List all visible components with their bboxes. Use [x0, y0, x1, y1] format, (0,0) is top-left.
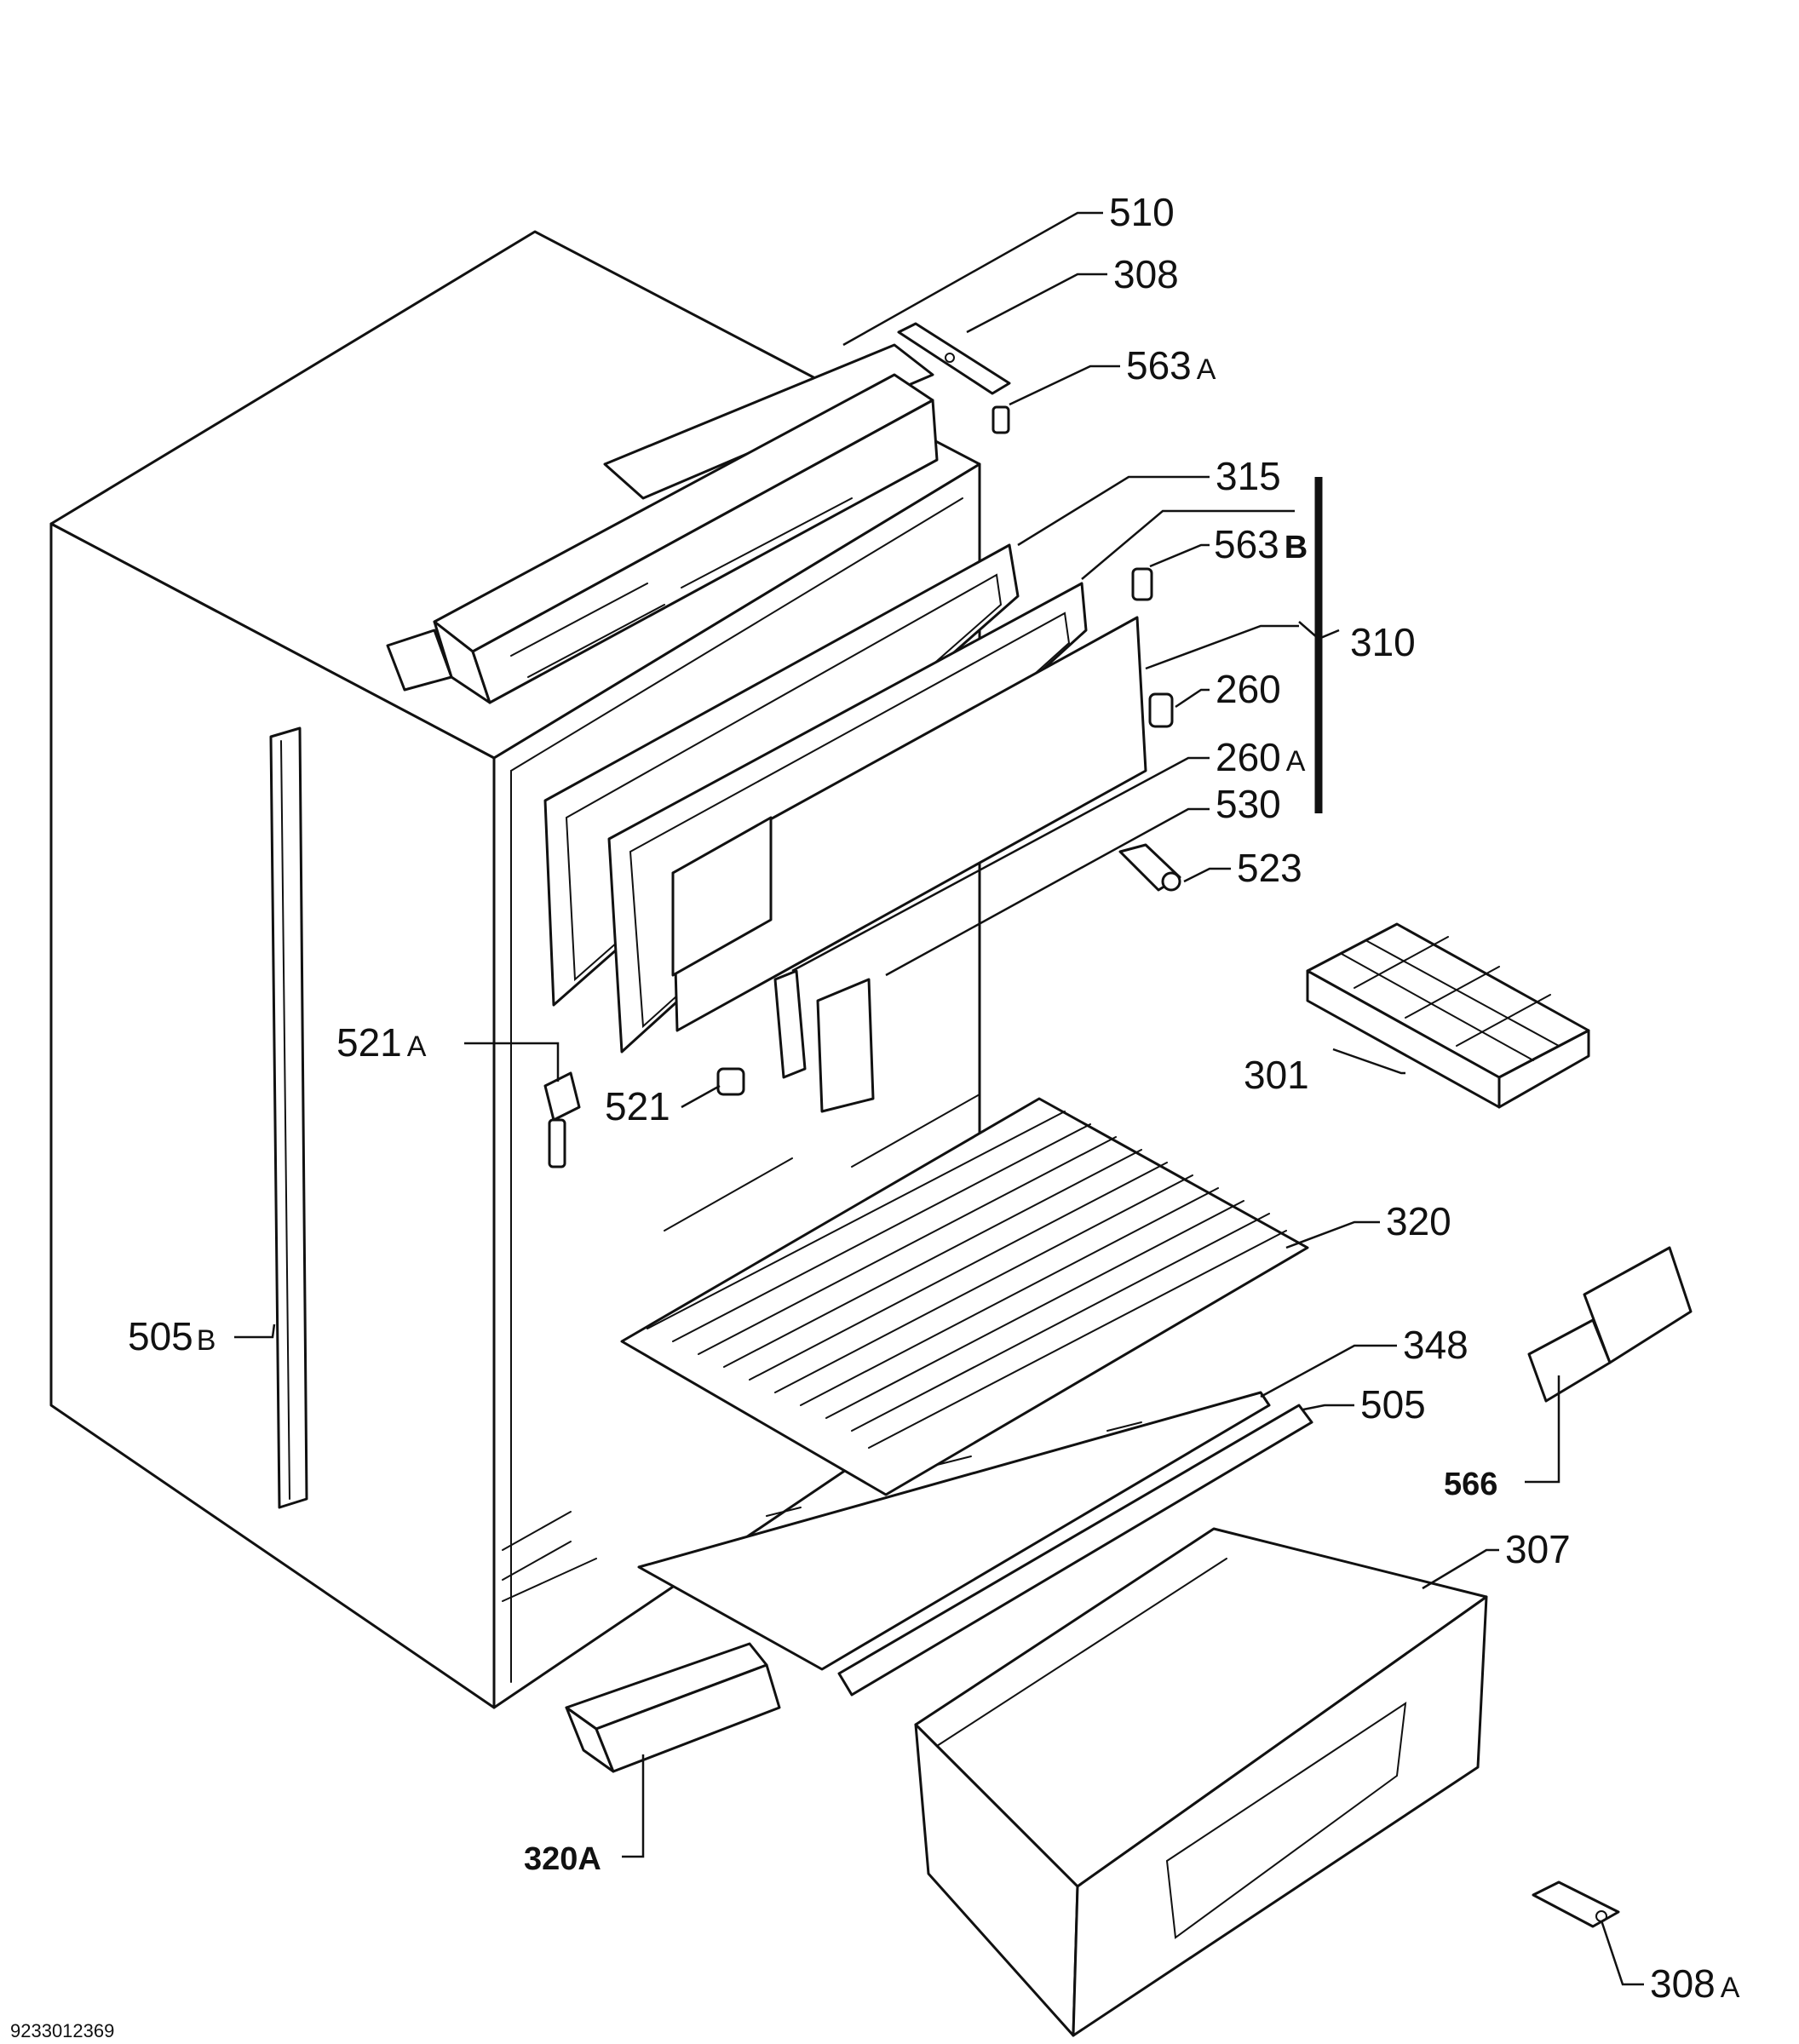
hinge-308a [1532, 1880, 1620, 1928]
screw-563b [1131, 567, 1153, 601]
label-320a: 320A [524, 1841, 601, 1877]
label-505: 505 [1360, 1382, 1426, 1427]
document-number: 9233012369 [10, 2020, 114, 2041]
label-310: 310 [1350, 620, 1416, 664]
label-260: 260 [1216, 667, 1281, 711]
label-308: 308 [1113, 252, 1179, 296]
ice-tray-301 [1306, 922, 1590, 1109]
catch-260 [1148, 692, 1174, 728]
label-530: 530 [1216, 782, 1281, 826]
hinge-pin-521a [543, 1071, 581, 1168]
label-348: 348 [1403, 1323, 1469, 1367]
evaporator-cover-510 [386, 343, 939, 704]
door-handle-260a [816, 978, 875, 1113]
side-gasket-505b [269, 726, 308, 1509]
latch-523 [1118, 843, 1181, 892]
spacer-566 [1527, 1246, 1693, 1403]
screw-563a [991, 405, 1010, 434]
glass-shelf-348 [637, 1391, 1271, 1671]
label-566: 566 [1444, 1467, 1497, 1502]
crisper-drawer-307 [914, 1527, 1488, 2037]
shelf-cover-320a [565, 1642, 781, 1773]
hinge-bracket-530 [773, 969, 807, 1079]
label-320: 320 [1386, 1199, 1451, 1243]
label-301: 301 [1244, 1053, 1309, 1097]
freezer-door-outer-panel [671, 616, 1147, 1032]
wire-shelf-320 [620, 1094, 1309, 1496]
damper-521 [716, 1067, 745, 1096]
label-510: 510 [1109, 190, 1175, 234]
gasket-strip-505 [837, 1404, 1313, 1697]
label-315: 315 [1216, 454, 1281, 498]
label-307: 307 [1505, 1527, 1571, 1571]
hinge-308 [897, 322, 1011, 395]
label-521: 521 [605, 1084, 670, 1128]
label-523: 523 [1237, 846, 1302, 890]
leader-lines [234, 211, 1644, 1986]
